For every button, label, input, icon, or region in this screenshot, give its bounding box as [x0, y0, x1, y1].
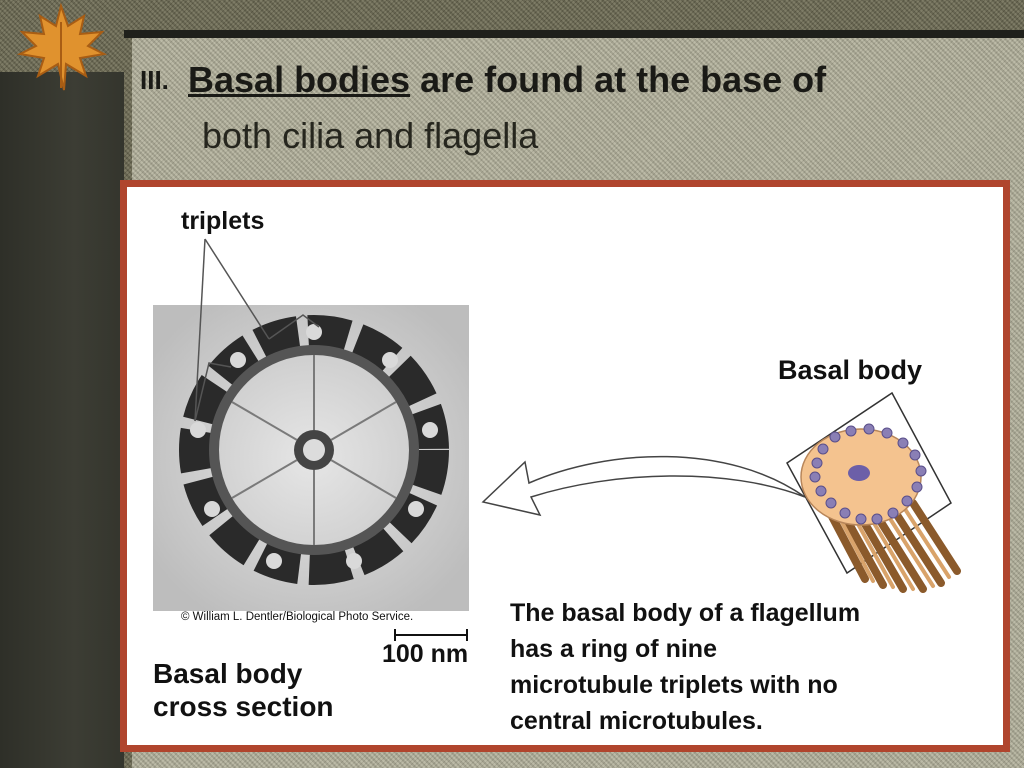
slide-title: III. Basal bodies are found at the base o…	[140, 52, 1020, 164]
figure-panel: triplets Basal body © William L. Dentler…	[120, 180, 1010, 752]
title-highlight: Basal bodies	[188, 59, 411, 100]
photo-credit: © William L. Dentler/Biological Photo Se…	[181, 611, 414, 623]
basal-body-description: The basal body of a flagellum has a ring…	[510, 599, 861, 735]
title-text: are found at the base of	[410, 59, 827, 100]
basal-body-diagram	[786, 391, 961, 593]
scale-bar	[394, 629, 468, 641]
basal-body-label: Basal body	[778, 355, 923, 385]
triplets-label: triplets	[181, 207, 265, 235]
triplet-callout	[194, 238, 320, 422]
bullet-number: III.	[140, 65, 169, 95]
cross-section-caption: Basal body cross section	[153, 658, 334, 722]
figure-illustration	[153, 238, 961, 641]
arrow-to-micrograph	[481, 455, 806, 517]
scale-bar-label: 100 nm	[382, 640, 469, 668]
triplet-ring	[179, 315, 449, 585]
maple-leaf-icon	[16, 2, 108, 91]
left-decor-bar	[0, 72, 124, 768]
top-decor-bar	[124, 30, 1024, 38]
title-line-2: both cilia and flagella	[202, 115, 539, 156]
